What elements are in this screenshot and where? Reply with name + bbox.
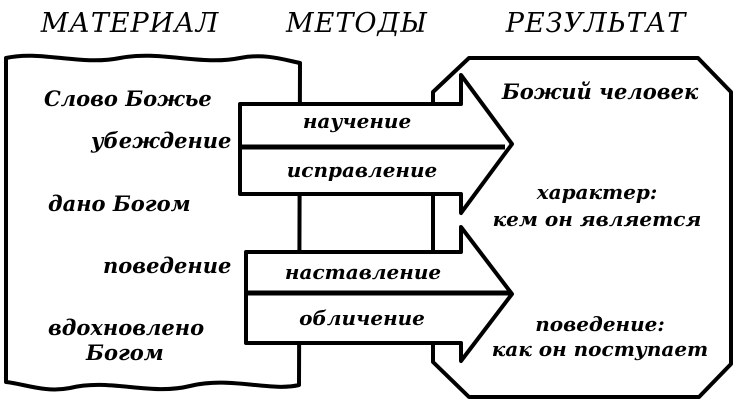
material-behavior: поведение: [103, 253, 231, 278]
upper-method-arrow: [238, 73, 514, 215]
result-man-of-god: Божий человек: [501, 79, 699, 104]
result-behavior-line1: поведение:: [535, 312, 665, 336]
method-teaching: научение: [303, 109, 411, 133]
result-character-line2: кем он является: [493, 207, 702, 231]
header-result: РЕЗУЛЬТАТ: [505, 8, 687, 39]
result-character-line1: характер:: [536, 180, 658, 204]
material-inspired-line1: вдохновлено: [48, 315, 204, 340]
material-given-by-god: дано Богом: [48, 191, 191, 216]
material-conviction: убеждение: [90, 128, 231, 153]
method-instruction: наставление: [285, 260, 441, 284]
header-methods: МЕТОДЫ: [285, 8, 428, 39]
method-correction: исправление: [287, 158, 438, 182]
method-reproof: обличение: [299, 306, 425, 330]
material-scroll-panel: [4, 53, 302, 392]
header-material: МАТЕРИАЛ: [40, 8, 220, 39]
result-behavior-line2: как он поступает: [492, 337, 708, 361]
material-inspired-line2: Богом: [85, 340, 164, 365]
material-word-of-god: Слово Божье: [44, 86, 212, 111]
